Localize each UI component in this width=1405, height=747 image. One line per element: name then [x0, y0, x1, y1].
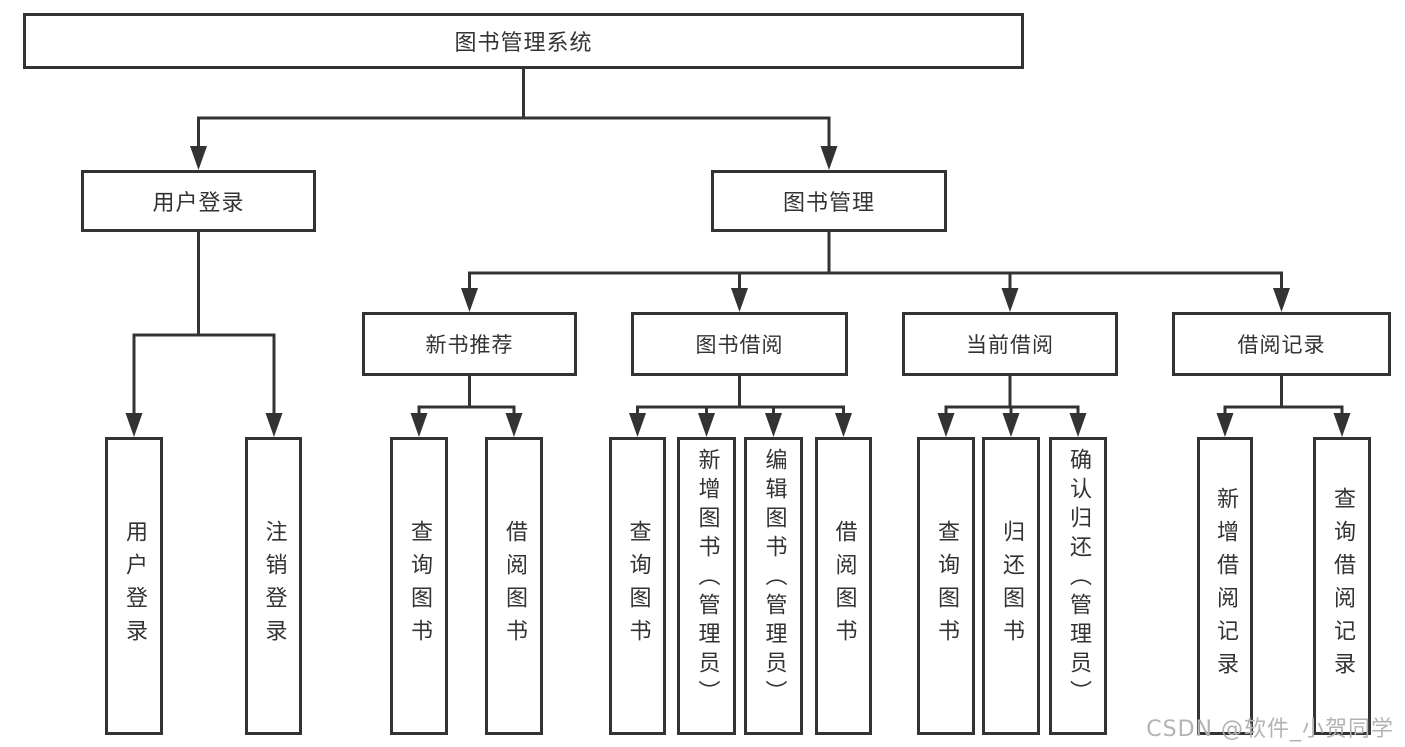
node-user-login: 用户登录 [81, 170, 316, 232]
leaf-confirm-return-admin: 确认归还（管理员） [1049, 437, 1107, 735]
node-new-book-recommend-label: 新书推荐 [425, 333, 514, 357]
leaf-add-borrow-record: 新增借阅记录 [1197, 437, 1253, 735]
node-root: 图书管理系统 [23, 13, 1024, 69]
node-borrow-records-label: 借阅记录 [1237, 333, 1326, 357]
leaf-borrow-book-recommend: 借阅图书 [485, 437, 543, 735]
csdn-watermark: CSDN @软件_小贺同学 [1146, 717, 1394, 742]
arrowheads [125, 146, 1351, 437]
node-user-login-label: 用户登录 [152, 191, 245, 216]
leaf-search-borrow-record: 查询借阅记录 [1313, 437, 1371, 735]
leaf-add-book-admin: 新增图书（管理员） [677, 437, 736, 735]
node-book-management-label: 图书管理 [782, 191, 875, 216]
leaf-search-book-borrow: 查询图书 [609, 437, 666, 735]
leaf-user-login: 用户登录 [105, 437, 163, 735]
leaf-return-book: 归还图书 [982, 437, 1040, 735]
leaf-logout: 注销登录 [245, 437, 302, 735]
node-root-label: 图书管理系统 [454, 31, 593, 56]
node-book-borrow-label: 图书借阅 [695, 333, 784, 357]
node-borrow-records: 借阅记录 [1172, 312, 1391, 376]
node-current-borrow: 当前借阅 [902, 312, 1118, 376]
leaf-edit-book-admin: 编辑图书（管理员） [744, 437, 803, 735]
node-new-book-recommend: 新书推荐 [362, 312, 577, 376]
leaf-search-book-current: 查询图书 [917, 437, 975, 735]
node-current-borrow-label: 当前借阅 [966, 333, 1054, 357]
leaf-borrow-book: 借阅图书 [815, 437, 872, 735]
leaf-search-book-recommend: 查询图书 [390, 437, 448, 735]
node-book-borrow: 图书借阅 [631, 312, 848, 376]
node-book-management: 图书管理 [711, 170, 947, 232]
